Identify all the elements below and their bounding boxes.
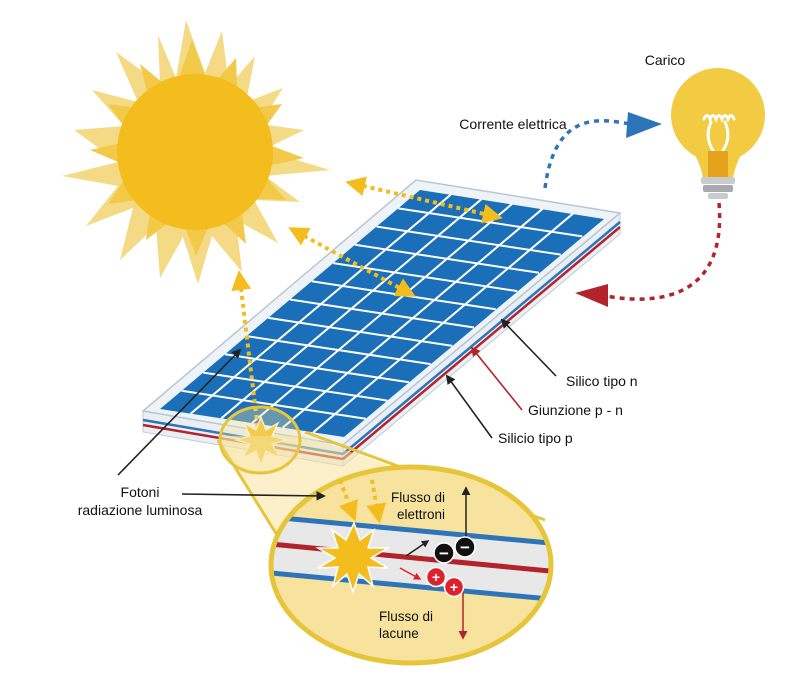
junction-pointer [470,346,523,411]
solar-panel [141,179,622,468]
electron-flow-label: Flusso di [391,490,445,505]
current-return-arrow [605,202,722,301]
load-label: Carico [645,52,686,68]
sun-core [117,74,273,230]
current-out-arrow [543,119,631,189]
current-out-arrowhead [626,112,662,138]
current-return-arrowhead [575,284,608,307]
hole-motion-arrow [399,567,422,580]
svg-text:+: + [450,579,458,595]
photon-burst-large [315,521,391,595]
electron-symbol: − [454,536,476,558]
photons-sublabel: radiazione luminosa [78,502,203,518]
svg-text:+: + [432,569,440,585]
current-label: Corrente elettrica [459,116,567,132]
label-pointers [117,318,557,501]
hole-symbol: + [425,566,447,588]
electron-symbol: − [433,542,455,564]
photons-label: Fotoni [121,484,160,500]
light-bulb-icon [671,68,765,199]
p-type-label: Silicio tipo p [498,430,573,446]
photon-arrows [231,176,503,431]
svg-text:−: − [460,538,470,557]
electron-flow-sublabel: elettroni [397,507,445,522]
photon-arrows-zoom [338,479,387,524]
n-type-label: Silico tipo n [566,373,638,389]
hole-flow-label: Flusso di [379,609,433,624]
hole-symbol: + [443,576,465,598]
sun [62,20,330,284]
electron-motion-arrow [405,540,430,557]
junction-label: Giunzione p - n [528,402,623,418]
hole-flow-sublabel: lacune [379,626,419,641]
svg-text:−: − [439,544,449,563]
